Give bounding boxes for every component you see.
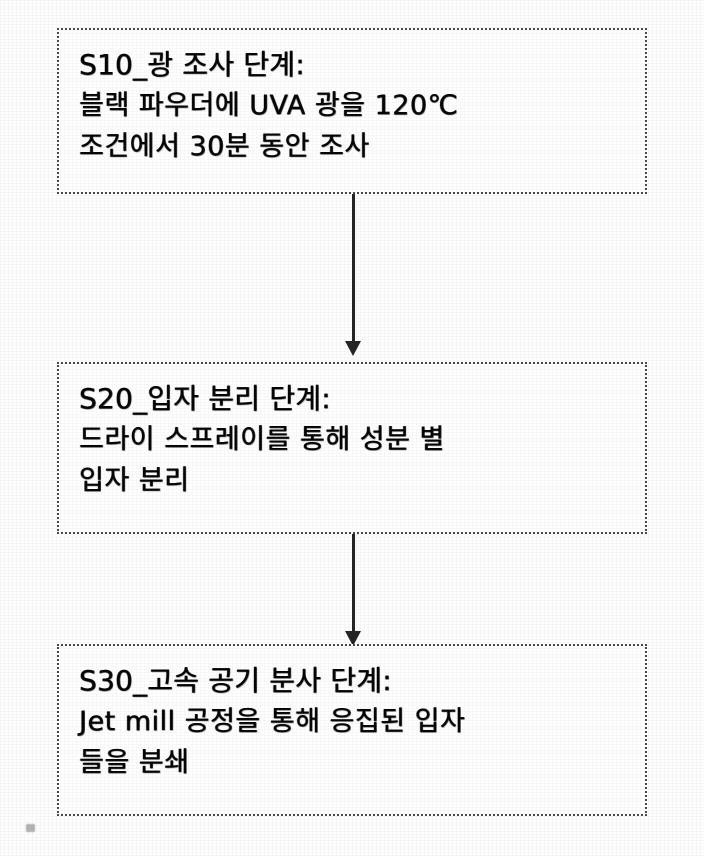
flow-step-line2-s20: 드라이 스프레이를 통해 성분 별 (79, 424, 445, 455)
flow-step-title-s20: S20_입자 분리 단계: (79, 382, 331, 415)
flow-step-line3-s20: 입자 분리 (79, 465, 190, 496)
flow-step-line2-s30: Jet mill 공정을 통해 응집된 입자 (79, 706, 466, 737)
flow-step-box-s10: S10_광 조사 단계: 블랙 파우더에 UVA 광을 120℃ 조건에서 30… (57, 28, 647, 194)
connector-arrow-s10-to-s20 (345, 194, 361, 356)
arrow-head-icon (345, 631, 361, 646)
flow-step-line2-s10: 블랙 파우더에 UVA 광을 120℃ (79, 90, 459, 121)
connector-arrow-s20-to-s30 (345, 534, 361, 646)
scan-artifact-speck (26, 824, 35, 832)
flow-step-line3-s30: 들을 분쇄 (79, 747, 190, 778)
flow-step-box-s20: S20_입자 분리 단계: 드라이 스프레이를 통해 성분 별 입자 분리 (57, 362, 647, 534)
flow-step-title-s30: S30_고속 공기 분사 단계: (79, 664, 392, 697)
arrow-head-icon (345, 341, 361, 356)
flow-step-title-s10: S10_광 조사 단계: (79, 48, 305, 81)
flow-step-line3-s10: 조건에서 30분 동안 조사 (79, 131, 370, 162)
flow-step-box-s30: S30_고속 공기 분사 단계: Jet mill 공정을 통해 응집된 입자 … (57, 644, 647, 816)
